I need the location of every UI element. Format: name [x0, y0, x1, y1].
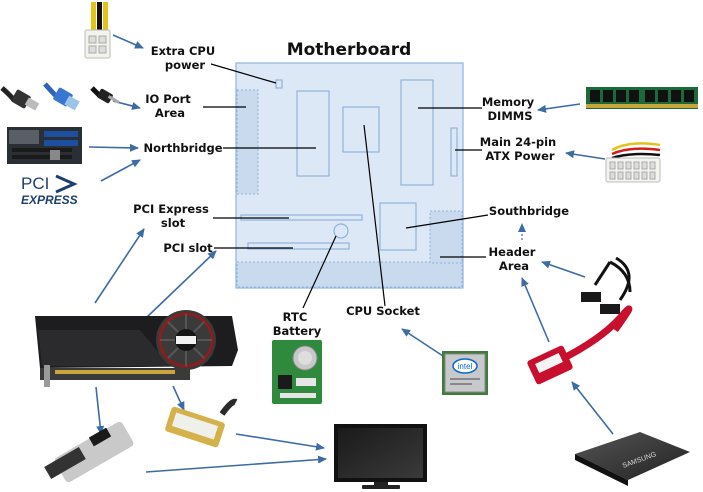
motherboard-board: [235, 62, 464, 289]
label-cpu-socket: CPU Socket: [346, 304, 420, 318]
dvi-connector-image: [165, 398, 238, 448]
cpu-socket-block: [342, 106, 380, 153]
cpu-power-connector: [275, 79, 283, 89]
dimm-block: [400, 79, 434, 186]
svg-text:PCI: PCI: [21, 174, 49, 193]
atx-power-connector-image: [605, 142, 661, 183]
io-cables-image: [0, 82, 120, 111]
label-main-24pin-atx-power: Main 24-pin ATX Power: [480, 135, 561, 163]
rtc-battery-image: [272, 340, 322, 404]
motherboard-photo: [7, 127, 82, 164]
label-header-area: Header Area: [489, 245, 540, 273]
connection-arrows: [88, 34, 614, 473]
label-pci-express-slot: PCI Express slot: [133, 202, 213, 230]
board-components: [240, 79, 458, 251]
northbridge-block: [296, 90, 330, 177]
cpu-power-cable-image: [84, 2, 111, 59]
atx-connector: [450, 127, 458, 177]
pci-express-logo: PCI EXPRESS: [21, 174, 78, 207]
label-memory-dimms: Memory DIMMS: [482, 95, 538, 123]
header-cables-image: [581, 256, 632, 314]
intel-cpu-image: intel: [442, 351, 488, 395]
leader-lines: [203, 63, 489, 309]
monitor-image: [334, 424, 427, 489]
graphics-card-image: [35, 310, 238, 387]
label-rtc-battery: RTC Battery: [273, 310, 322, 338]
label-pci-slot: PCI slot: [163, 241, 213, 255]
label-io-port-area: IO Port Area: [145, 92, 195, 120]
memory-dimm-image: [586, 87, 698, 109]
label-extra-cpu-power: Extra CPU power: [151, 44, 219, 72]
pci-slot: [247, 242, 350, 250]
ssd-image: SAMSUNG: [575, 432, 690, 486]
svg-text:intel: intel: [458, 362, 473, 371]
svg-text:EXPRESS: EXPRESS: [21, 193, 78, 207]
label-northbridge: Northbridge: [144, 141, 223, 155]
displayport-connector-image: [44, 421, 134, 483]
rtc-battery-circle: [333, 223, 349, 239]
diagram-title: Motherboard: [287, 40, 412, 60]
label-southbridge: Southbridge: [489, 204, 569, 218]
sata-cable-image: [527, 305, 633, 385]
